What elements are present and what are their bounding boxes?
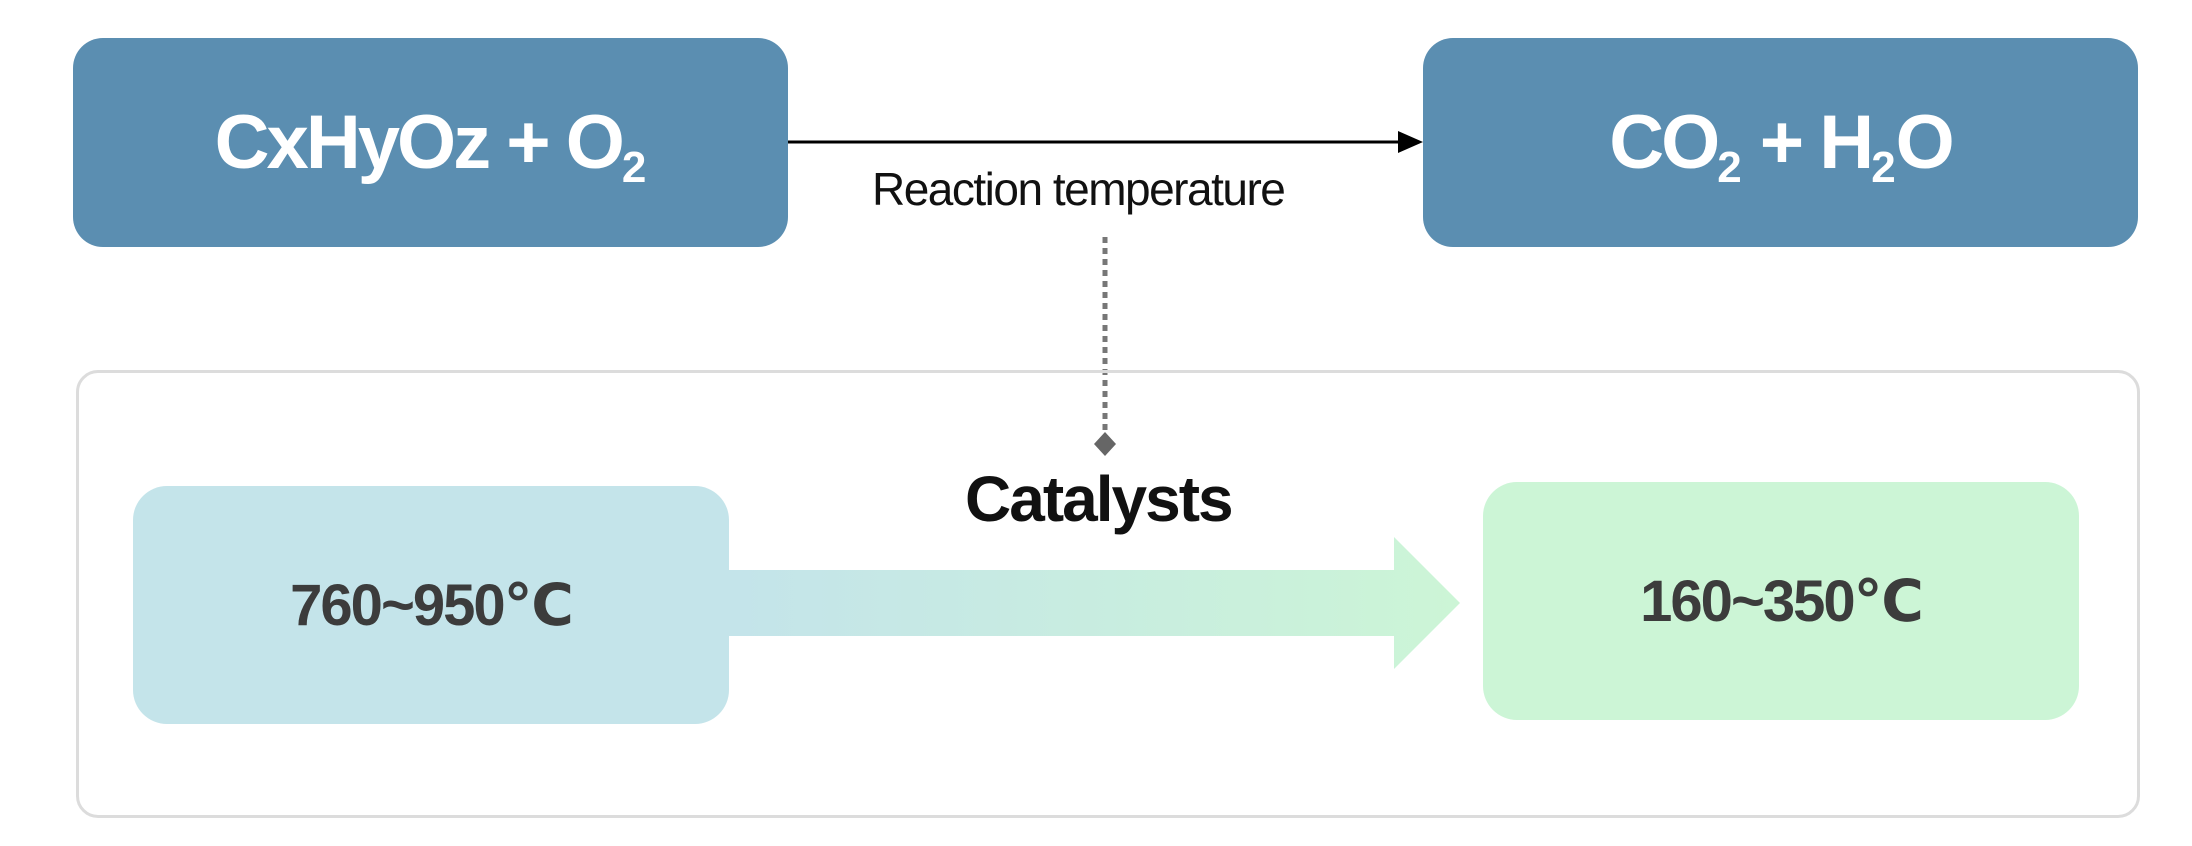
diamond-end-marker	[1094, 432, 1116, 456]
products-box: CO2 + H2O	[1423, 38, 2138, 247]
reactants-formula: CxHyOz + O2	[214, 100, 647, 192]
catalyst-frame	[76, 370, 2140, 818]
reactants-box: CxHyOz + O2	[73, 38, 788, 247]
low-temperature-value: 160~350℃	[1640, 569, 1924, 634]
reaction-temperature-label: Reaction temperature	[872, 163, 1286, 215]
low-temperature-box: 160~350℃	[1483, 482, 2079, 720]
reaction-arrowhead	[1398, 131, 1423, 153]
high-temperature-value: 760~950℃	[290, 573, 574, 638]
products-formula: CO2 + H2O	[1609, 100, 1955, 192]
catalysts-label: Catalysts	[965, 463, 1234, 535]
high-temperature-box: 760~950℃	[133, 486, 729, 724]
temperature-shift-arrow	[729, 537, 1460, 669]
